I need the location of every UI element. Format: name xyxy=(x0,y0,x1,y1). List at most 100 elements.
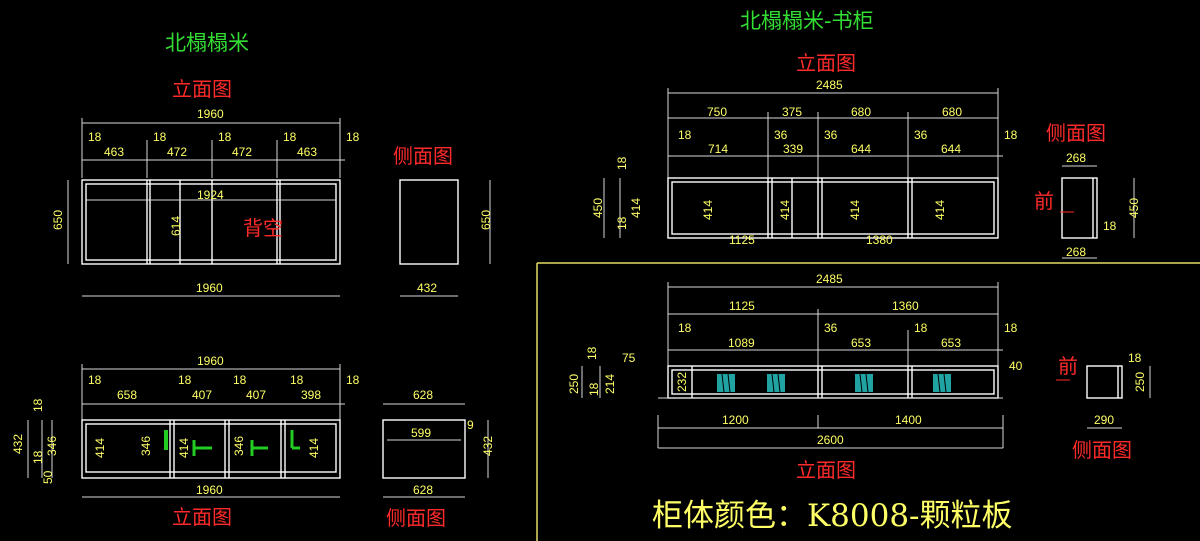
right-upper-inner-4: 414 xyxy=(933,200,947,220)
left-lower-top-thick: 18 xyxy=(31,398,45,412)
left-lower-cabinet xyxy=(81,419,341,479)
right-lower-right-dim: 40 xyxy=(1009,359,1023,373)
right-lower-side-label: 侧面图 xyxy=(1072,438,1132,462)
right-lower-dimensions xyxy=(581,282,1004,449)
left-lower-side-thick: 9 xyxy=(467,418,474,432)
left-upper-view-label: 立面图 xyxy=(172,77,232,101)
right-upper-opening-3: 644 xyxy=(851,142,871,156)
left-upper-cabinet xyxy=(81,179,341,265)
right-upper-dimensions xyxy=(603,88,1003,238)
right-upper-inner-height: 414 xyxy=(629,198,643,218)
right-lower-opening-2: 653 xyxy=(851,336,871,350)
teal-inserts xyxy=(717,374,951,392)
right-lower-offset: 75 xyxy=(622,351,636,365)
right-upper-thick-3: 36 xyxy=(824,128,838,142)
right-upper-inner-3: 414 xyxy=(848,200,862,220)
right-upper-side-bottom: 268 xyxy=(1066,245,1086,259)
left-upper-thick-5: 18 xyxy=(346,130,360,144)
right-upper-height: 450 xyxy=(591,198,605,218)
right-lower-inner-height: 214 xyxy=(603,374,617,394)
left-lower-thick-1: 18 xyxy=(88,373,102,387)
right-upper-side-height: 450 xyxy=(1127,198,1141,218)
left-upper-opening-4: 463 xyxy=(297,145,317,159)
left-lower-side-inner: 599 xyxy=(411,426,431,440)
left-lower-inner-1: 414 xyxy=(93,438,107,458)
right-upper-section-1: 750 xyxy=(707,105,727,119)
left-lower-side-label: 侧面图 xyxy=(386,506,446,530)
right-lower-bottom-section-2: 1400 xyxy=(895,413,922,427)
right-upper-opening-4: 644 xyxy=(941,142,961,156)
right-upper-cabinet xyxy=(667,177,999,239)
left-lower-opening-4: 398 xyxy=(301,388,321,402)
left-title: 北榻榻米 xyxy=(165,31,249,55)
left-lower-side-height: 432 xyxy=(481,436,495,456)
left-upper-dimensions xyxy=(67,118,345,297)
left-upper-back-note: 背空 xyxy=(243,216,283,240)
left-lower-side-top: 628 xyxy=(413,388,433,402)
left-upper-side-view xyxy=(399,179,491,297)
right-lower-side-depth: 290 xyxy=(1094,413,1114,427)
left-lower-bottom-thick: 18 xyxy=(31,450,45,464)
left-lower-thick-2: 18 xyxy=(178,373,192,387)
right-upper-view-label: 立面图 xyxy=(796,51,856,75)
left-upper-side-label: 侧面图 xyxy=(393,144,453,168)
right-lower-frame xyxy=(536,262,1200,541)
left-upper-overall-bottom: 1960 xyxy=(196,281,223,295)
left-lower-mid-height: 346 xyxy=(45,436,59,456)
left-lower-inner-3: 414 xyxy=(177,438,191,458)
right-upper-inner-2: 414 xyxy=(778,200,792,220)
left-upper-thick-1: 18 xyxy=(88,130,102,144)
right-lower-leg-height: 232 xyxy=(675,372,689,392)
right-upper-section-2: 375 xyxy=(782,105,802,119)
right-lower-front-label: 前 xyxy=(1058,354,1078,378)
right-lower-thick-4: 18 xyxy=(1004,321,1018,335)
left-lower-overall-top: 1960 xyxy=(197,354,224,368)
left-upper-thick-2: 18 xyxy=(153,130,167,144)
right-upper-section-4: 680 xyxy=(942,105,962,119)
right-upper-front-label: 前 xyxy=(1034,189,1054,213)
right-upper-top-thick: 18 xyxy=(615,156,629,170)
right-lower-side-height: 250 xyxy=(1133,372,1147,392)
right-upper-thick-4: 36 xyxy=(914,128,928,142)
right-lower-side-view xyxy=(1056,365,1151,429)
left-upper-thick-4: 18 xyxy=(283,130,297,144)
right-lower-bottom-section-1: 1200 xyxy=(722,413,749,427)
left-lower-inner-2: 346 xyxy=(139,436,153,456)
right-upper-section-3: 680 xyxy=(851,105,871,119)
right-upper-bottom-2: 1380 xyxy=(866,233,893,247)
left-lower-dimensions xyxy=(27,364,345,498)
material-note: 柜体颜色：K8008-颗粒板 xyxy=(652,498,1013,534)
right-upper-bottom-1: 1125 xyxy=(729,233,755,247)
left-upper-mid-height: 614 xyxy=(169,216,183,236)
left-lower-opening-3: 407 xyxy=(246,388,266,402)
left-upper-thick-3: 18 xyxy=(218,130,232,144)
right-upper-side-thick: 18 xyxy=(1103,219,1117,233)
left-lower-inner-5: 414 xyxy=(307,438,321,458)
right-lower-bottom-overall: 2600 xyxy=(817,433,844,447)
right-upper-inner-1: 414 xyxy=(701,200,715,220)
left-lower-thick-5: 18 xyxy=(346,373,360,387)
right-lower-thick-3: 18 xyxy=(914,321,928,335)
right-upper-overall: 2485 xyxy=(816,78,843,92)
left-upper-opening-1: 463 xyxy=(104,145,124,159)
left-lower-side-bottom: 628 xyxy=(413,483,433,497)
left-lower-inner-4: 346 xyxy=(232,436,246,456)
right-lower-opening-1: 1089 xyxy=(728,336,755,350)
left-lower-overall-bottom: 1960 xyxy=(196,483,223,497)
right-upper-opening-2: 339 xyxy=(783,142,803,156)
left-upper-side-height: 650 xyxy=(479,210,493,230)
right-upper-thick-2: 36 xyxy=(774,128,788,142)
right-upper-thick-5: 18 xyxy=(1004,128,1018,142)
right-lower-opening-3: 653 xyxy=(941,336,961,350)
left-lower-view-label: 立面图 xyxy=(172,505,232,529)
right-title: 北榻榻米-书柜 xyxy=(740,9,874,33)
right-lower-section-1: 1125 xyxy=(729,299,755,313)
left-upper-opening-3: 472 xyxy=(232,145,252,159)
right-upper-side-view xyxy=(1060,165,1135,259)
right-lower-side-thick: 18 xyxy=(1128,351,1142,365)
left-lower-height: 432 xyxy=(11,434,25,454)
right-upper-bottom-thick: 18 xyxy=(615,216,629,230)
right-upper-side-top: 268 xyxy=(1066,151,1086,165)
right-lower-thick-1: 18 xyxy=(678,321,692,335)
